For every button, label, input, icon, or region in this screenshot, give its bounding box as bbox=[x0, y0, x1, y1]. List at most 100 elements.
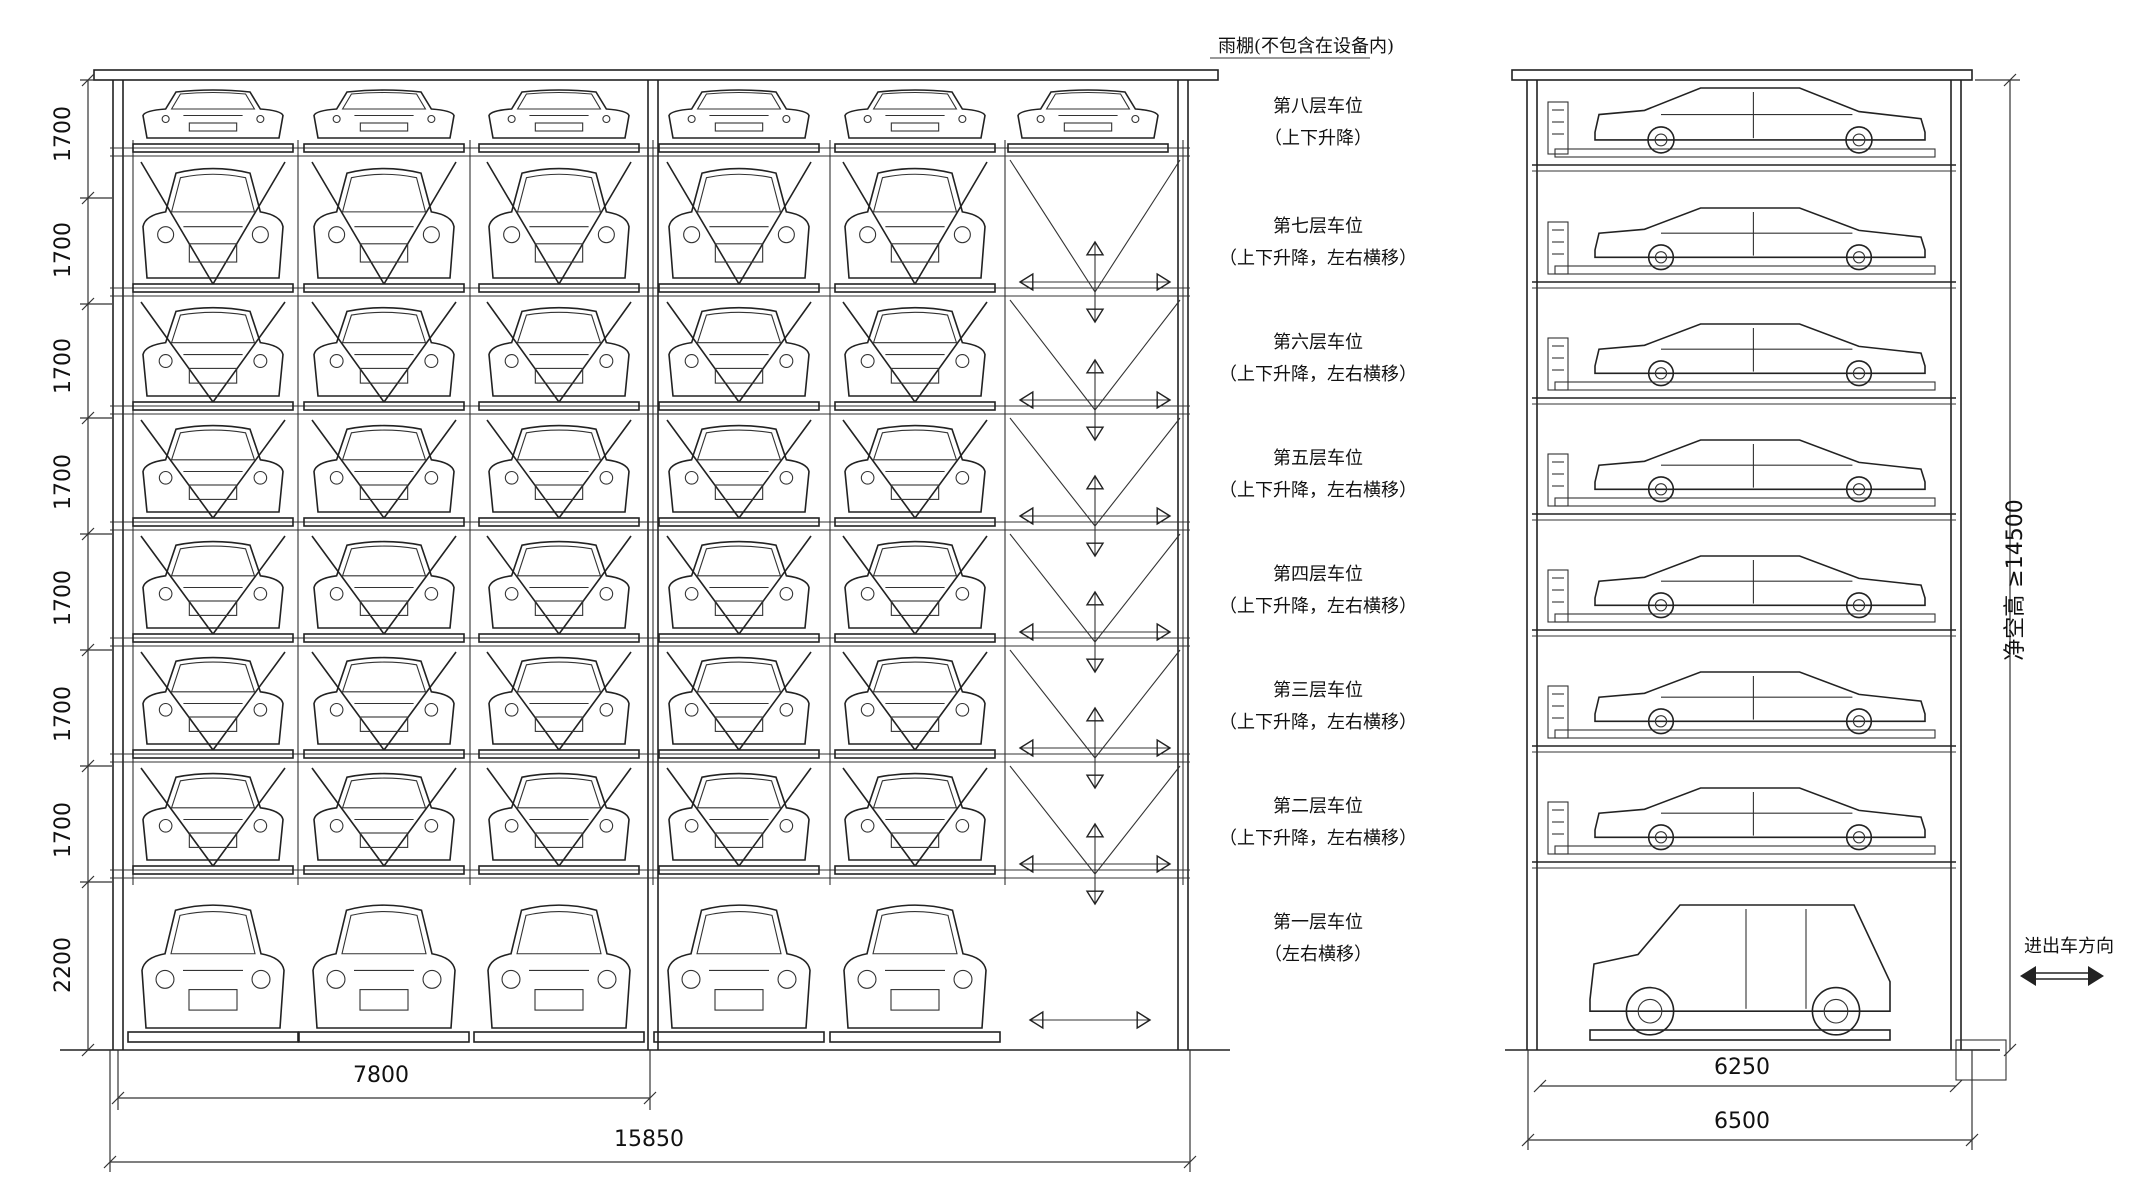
pallet bbox=[658, 161, 820, 293]
car-windshield bbox=[341, 429, 427, 461]
car-body bbox=[488, 656, 630, 745]
car-headlight bbox=[953, 226, 971, 244]
pallet-hanger bbox=[383, 419, 457, 519]
car-body bbox=[313, 89, 455, 139]
pallet-hanger bbox=[140, 161, 214, 285]
pallet-hanger bbox=[311, 419, 385, 519]
side-car bbox=[1594, 787, 1926, 851]
car-windshield bbox=[516, 911, 602, 955]
lateral-arrow-head bbox=[1018, 854, 1034, 874]
car-headlight bbox=[777, 969, 797, 989]
pallet bbox=[834, 767, 996, 875]
car-plate bbox=[534, 716, 584, 732]
pallet-plate bbox=[303, 143, 465, 153]
car-headlight bbox=[256, 114, 265, 124]
front-car bbox=[142, 540, 284, 629]
pallet-hanger bbox=[738, 535, 812, 635]
suv-hub bbox=[1637, 998, 1663, 1024]
pallet bbox=[658, 651, 820, 759]
car-plate bbox=[890, 367, 940, 384]
left-dim-tick bbox=[81, 297, 95, 311]
car-plate bbox=[890, 832, 940, 848]
car-body bbox=[488, 540, 630, 629]
side-canopy bbox=[1511, 69, 1973, 81]
row-height-3: 1700 bbox=[51, 686, 76, 742]
car-headlight bbox=[504, 354, 519, 369]
empty-bay-brace bbox=[1009, 299, 1096, 411]
pallet-hanger bbox=[486, 767, 560, 867]
pallet-hanger bbox=[666, 301, 740, 403]
car-windshield bbox=[696, 911, 782, 955]
car-headlight bbox=[427, 114, 436, 124]
pallet bbox=[132, 143, 294, 153]
level-8-motion: （上下升降） bbox=[1264, 128, 1372, 149]
canopy-roof bbox=[93, 69, 1219, 81]
lateral-arrow-head bbox=[1156, 506, 1172, 526]
pallet-hanger bbox=[666, 767, 740, 867]
side-car-hub bbox=[1852, 483, 1866, 496]
pallet-hanger bbox=[842, 161, 916, 285]
car-headlight bbox=[599, 702, 614, 717]
car-windshield bbox=[341, 173, 427, 213]
pallet-hanger bbox=[383, 301, 457, 403]
car-body bbox=[668, 167, 810, 279]
dimension-lines bbox=[80, 73, 2020, 1172]
side-car-hub bbox=[1654, 133, 1668, 147]
front-car bbox=[843, 904, 987, 1029]
pallet-hanger bbox=[914, 651, 988, 751]
car-windshield bbox=[696, 777, 782, 809]
side-car-body bbox=[1594, 323, 1926, 375]
side-car-hub bbox=[1654, 367, 1668, 380]
pallet-hanger bbox=[140, 535, 214, 635]
car-windshield bbox=[516, 173, 602, 213]
car-windshield bbox=[872, 91, 958, 110]
car-windshield bbox=[696, 91, 782, 110]
vertical-arrow-head bbox=[1085, 358, 1105, 374]
front-car bbox=[668, 424, 810, 513]
car-plate bbox=[890, 484, 940, 500]
front-elevation-structure bbox=[60, 69, 1230, 1051]
car-plate bbox=[890, 600, 940, 616]
level-5-name: 第五层车位 bbox=[1273, 448, 1363, 469]
side-car-wheel bbox=[1647, 824, 1675, 851]
car-body bbox=[141, 904, 285, 1029]
empty-bay-brace bbox=[1094, 417, 1181, 527]
clear-height-label: 净空高 ≥14500 bbox=[2003, 499, 2028, 660]
front-car bbox=[668, 656, 810, 745]
ground-pallet bbox=[127, 1031, 299, 1043]
level-6-motion: （上下升降，左右横移） bbox=[1219, 364, 1417, 385]
vertical-arrow-head bbox=[1085, 474, 1105, 490]
car-body bbox=[668, 89, 810, 139]
row-height-8: 1700 bbox=[51, 106, 76, 162]
side-car-hub bbox=[1852, 251, 1866, 264]
car-body bbox=[313, 424, 455, 513]
car-body bbox=[488, 772, 630, 861]
pallet-plate bbox=[478, 143, 640, 153]
pallet bbox=[478, 767, 640, 875]
pallet-hanger bbox=[311, 161, 385, 285]
left-dim-tick bbox=[81, 643, 95, 657]
car-headlight bbox=[779, 354, 794, 369]
car-headlight bbox=[329, 702, 344, 717]
car-headlight bbox=[955, 818, 970, 833]
car-plate bbox=[188, 484, 238, 500]
car-windshield bbox=[696, 311, 782, 344]
front-car bbox=[667, 904, 811, 1029]
dim-tick bbox=[2003, 1043, 2017, 1057]
car-plate bbox=[359, 989, 409, 1011]
car-plate bbox=[714, 600, 764, 616]
car-plate bbox=[534, 600, 584, 616]
row-height-6: 1700 bbox=[51, 338, 76, 394]
car-plate bbox=[359, 243, 409, 263]
car-body bbox=[668, 772, 810, 861]
pallet bbox=[478, 143, 640, 153]
front-car bbox=[313, 772, 455, 861]
front-car bbox=[142, 167, 284, 279]
car-plate bbox=[188, 367, 238, 384]
car-headlight bbox=[684, 702, 699, 717]
side-car-hub bbox=[1654, 483, 1668, 496]
pallet-hanger bbox=[842, 301, 916, 403]
car-body bbox=[142, 772, 284, 861]
side-car-wheel bbox=[1647, 360, 1675, 387]
side-car-wheel bbox=[1647, 476, 1675, 503]
